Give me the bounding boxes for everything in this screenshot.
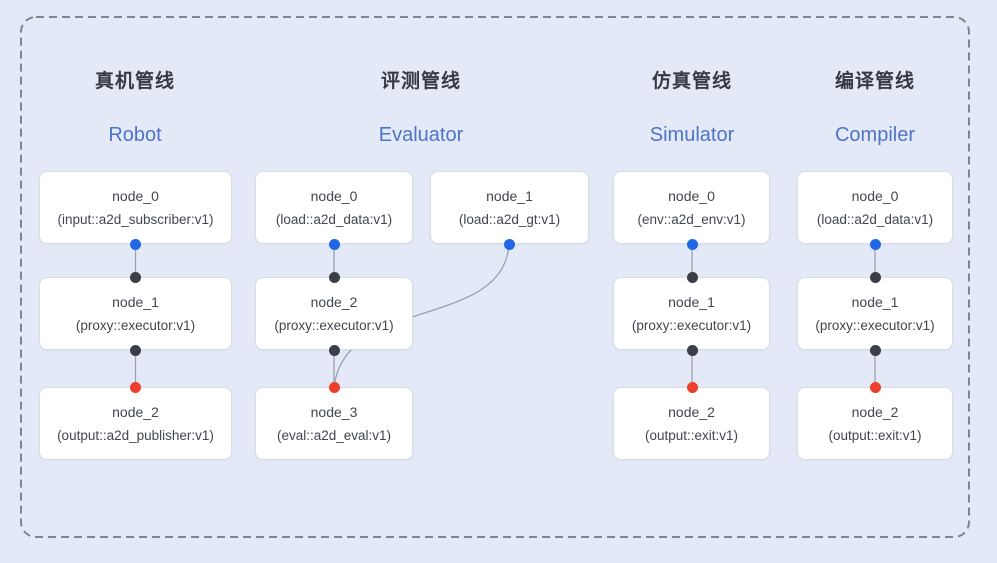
output-port-dot-dark [686,344,698,356]
node-name: node_2 [310,293,358,310]
pipeline-title-zh-compiler: 编译管线 [834,71,915,92]
output-port-dot-blue [869,238,881,250]
pipeline-title-zh-simulator: 仿真管线 [651,71,732,92]
node-type: (load::a2d_data:v1) [275,211,393,227]
input-port-dot-red [869,381,881,393]
evaluator-node-1-box[interactable]: node_1 (load::a2d_gt:v1) [430,171,589,244]
pipeline-title-en-evaluator: Evaluator [378,124,464,146]
pipeline-title-en-simulator: Simulator [649,124,735,146]
output-port-dot-dark [869,344,881,356]
pipeline-title-en-compiler: Compiler [834,124,916,146]
input-port-dot-red [686,381,698,393]
node-name: node_1 [112,293,159,310]
pipeline-title-zh-evaluator: 评测管线 [380,71,461,92]
node-type: (load::a2d_data:v1) [816,211,934,227]
input-port-dot-red [130,381,141,393]
compiler-node-1-box[interactable]: node_1 (proxy::executor:v1) [797,277,953,350]
node-type: (proxy::executor:v1) [274,317,394,333]
node-type: (proxy::executor:v1) [75,317,196,333]
node-type: (output::exit:v1) [644,427,739,443]
node-type: (eval::a2d_eval:v1) [276,427,392,443]
output-port-dot-blue [686,238,698,250]
output-port-dot-dark [328,344,340,356]
compiler-node-0-box[interactable]: node_0 (load::a2d_data:v1) [797,171,953,244]
robot-node-1-box[interactable]: node_1 (proxy::executor:v1) [39,277,232,350]
pipeline-title-en-robot: Robot [108,124,162,146]
evaluator-node-3-box[interactable]: node_3 (eval::a2d_eval:v1) [255,387,413,460]
edge-curve-evaluator [333,243,510,388]
evaluator-node-2-box[interactable]: node_2 (proxy::executor:v1) [255,277,413,350]
robot-node-0-box[interactable]: node_0 (input::a2d_subscriber:v1) [39,171,232,244]
evaluator-node-0-box[interactable]: node_0 (load::a2d_data:v1) [255,171,413,244]
simulator-node-2-box[interactable]: node_2 (output::exit:v1) [613,387,770,460]
input-port-dot-dark [869,271,881,283]
node-type: (proxy::executor:v1) [815,317,935,333]
compiler-node-2-box[interactable]: node_2 (output::exit:v1) [797,387,953,460]
simulator-node-0-box[interactable]: node_0 (env::a2d_env:v1) [613,171,770,244]
node-name: node_0 [668,187,715,204]
output-port-dot-blue [130,238,141,250]
node-name: node_1 [668,293,715,310]
output-port-dot-blue [503,238,515,250]
node-name: node_0 [112,187,159,204]
input-port-dot-dark [328,271,340,283]
node-name: node_2 [112,403,159,420]
node-type: (input::a2d_subscriber:v1) [57,211,214,227]
node-name: node_0 [310,187,358,204]
node-name: node_1 [851,293,899,310]
input-port-dot-dark [686,271,698,283]
output-port-dot-blue [328,238,340,250]
node-type: (output::exit:v1) [828,427,922,443]
node-name: node_0 [851,187,899,204]
simulator-node-1-box[interactable]: node_1 (proxy::executor:v1) [613,277,770,350]
node-name: node_2 [668,403,715,420]
node-type: (output::a2d_publisher:v1) [57,427,214,443]
input-port-dot-red [328,381,340,393]
node-type: (env::a2d_env:v1) [637,211,746,227]
pipeline-title-zh-robot: 真机管线 [94,71,175,92]
output-port-dot-dark [130,344,141,356]
node-type: (proxy::executor:v1) [631,317,752,333]
input-port-dot-dark [130,271,141,283]
node-name: node_1 [486,187,533,204]
robot-node-2-box[interactable]: node_2 (output::a2d_publisher:v1) [39,387,232,460]
node-name: node_3 [310,403,358,420]
dashed-border [20,16,970,538]
node-type: (load::a2d_gt:v1) [458,211,561,227]
node-name: node_2 [851,403,899,420]
